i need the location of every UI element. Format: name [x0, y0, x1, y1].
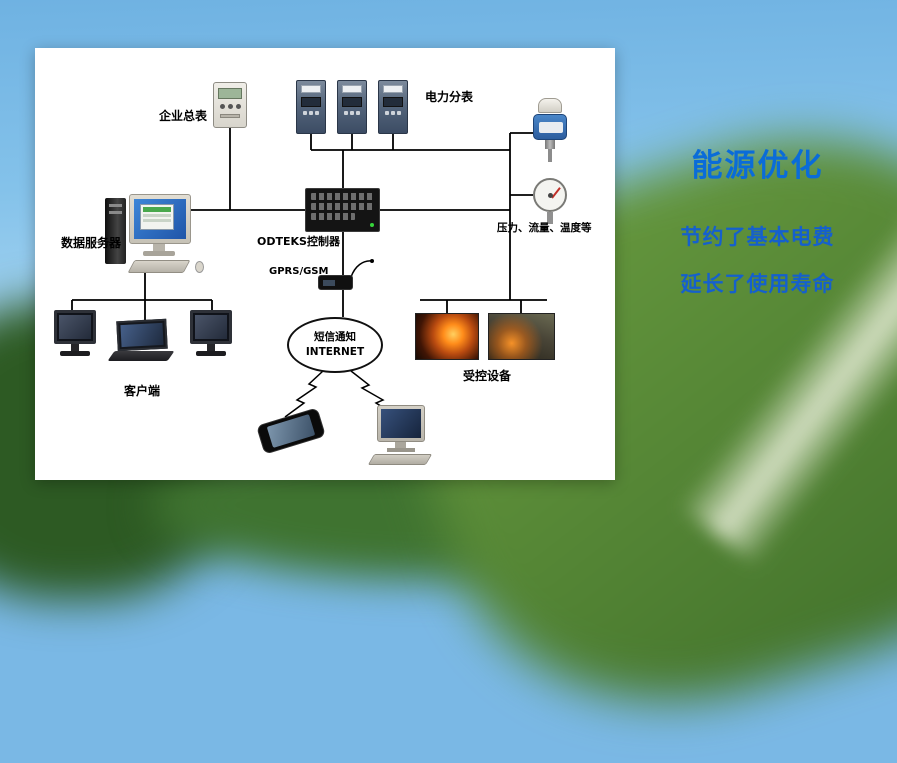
client-monitor-image	[187, 310, 235, 356]
connector-lines	[71, 128, 547, 418]
cloud-text-line2: INTERNET	[305, 346, 365, 358]
client-monitor-image	[51, 310, 99, 356]
plant-photo	[488, 313, 555, 360]
internet-cloud: 短信通知 INTERNET	[287, 317, 383, 373]
server-keyboard-image	[127, 260, 191, 273]
power-submeter-image	[296, 80, 326, 134]
meter-slot	[220, 114, 240, 118]
pressure-transmitter-image	[533, 98, 567, 162]
meter-display	[218, 88, 242, 99]
server-mouse-image	[195, 261, 204, 273]
enterprise-meter-label: 企业总表	[159, 109, 208, 123]
slogan-title: 能源优化	[691, 148, 824, 184]
modem-antenna-icon	[350, 260, 373, 278]
bus-lines	[71, 128, 547, 322]
gprs-label: GPRS/GSM	[269, 266, 329, 277]
system-diagram-panel: 企业总表 电力分表 ODTEKS控制器 GPRS/GSM 数据服务器	[35, 48, 615, 480]
desktop-keyboard-image	[367, 454, 433, 465]
controlled-equipment-label: 受控设备	[463, 369, 512, 383]
cloud-text-line1: 短信通知	[314, 331, 356, 344]
furnace-photo	[415, 313, 479, 360]
gauge-needle	[551, 187, 561, 199]
server-tower-image	[105, 198, 126, 264]
desktop-monitor-base	[387, 448, 415, 452]
controller-device-image	[305, 188, 380, 232]
server-screen	[134, 199, 186, 239]
slogan-block: 能源优化 节约了基本电费 延长了使用寿命	[630, 140, 885, 315]
controller-label: ODTEKS控制器	[257, 235, 340, 248]
gauge-sensor-image	[533, 178, 567, 224]
meter-buttons	[214, 104, 246, 109]
antenna-tip	[370, 259, 374, 263]
controller-led	[370, 223, 374, 227]
desktop-monitor-stand	[395, 442, 406, 448]
slogan-benefit-1: 节约了基本电费	[680, 225, 835, 249]
client-label: 客户端	[124, 384, 161, 398]
server-label: 数据服务器	[61, 236, 122, 250]
enterprise-meter-image	[213, 82, 247, 128]
server-monitor-image	[129, 194, 191, 244]
power-submeter-image	[378, 80, 408, 134]
desktop-monitor-image	[377, 405, 425, 442]
power-submeter-image	[337, 80, 367, 134]
slogan-benefit-2: 延长了使用寿命	[680, 272, 835, 296]
server-monitor-stand	[153, 244, 165, 251]
power-submeter-label: 电力分表	[425, 90, 474, 104]
sensor-label: 压力、流量、温度等	[497, 222, 592, 234]
server-screen-window	[140, 204, 174, 230]
gprs-modem-image	[318, 275, 353, 290]
server-monitor-base	[143, 251, 175, 256]
lightning-bolt-left-icon	[284, 370, 324, 418]
client-laptop-image	[107, 318, 175, 361]
